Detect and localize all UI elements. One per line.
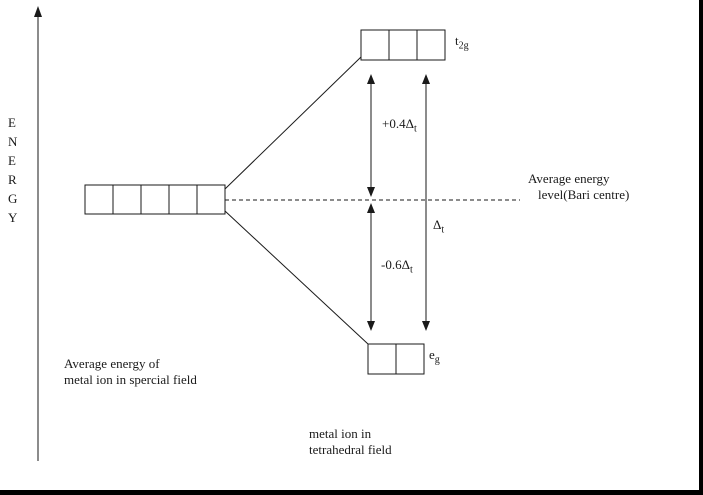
t2g-subscript: 2g xyxy=(458,40,469,52)
tetrahedral-field-caption: metal ion in tetrahedral field xyxy=(309,426,392,458)
eg-level-label: eg xyxy=(429,347,440,366)
diagonal-connector-lower xyxy=(224,210,369,345)
baricentre-caption-line2: level(Bari centre) xyxy=(538,187,630,202)
energy-axis-label: E N E R G Y xyxy=(8,115,18,225)
total-splitting-subscript: t xyxy=(441,224,445,236)
upper-split-subscript: t xyxy=(413,123,417,135)
eg-subscript: g xyxy=(434,354,440,366)
tetrahedral-field-caption-line2: tetrahedral field xyxy=(309,442,392,457)
eg-orbital-boxes xyxy=(367,343,425,375)
free-ion-caption: Average energy of metal ion in spercial … xyxy=(64,356,197,388)
lower-split-base: -0.6Δ xyxy=(381,257,410,272)
free-ion-caption-line2: metal ion in spercial field xyxy=(64,372,197,387)
t2g-level-label: t2g xyxy=(455,33,469,52)
total-splitting-label: Δt xyxy=(433,217,445,236)
free-ion-orbital-boxes xyxy=(84,184,226,215)
free-ion-caption-line1: Average energy of xyxy=(64,356,160,371)
total-splitting-base: Δ xyxy=(433,217,442,232)
baricentre-caption-line1: Average energy xyxy=(528,171,610,186)
lower-split-arrow xyxy=(367,203,375,331)
diagonal-connector-upper xyxy=(224,56,362,190)
total-splitting-arrow xyxy=(422,74,430,331)
t2g-orbital-boxes xyxy=(360,29,446,61)
baricentre-caption: Average energy level(Bari centre) xyxy=(528,171,629,203)
t2g-base: t xyxy=(455,33,459,48)
lower-split-subscript: t xyxy=(409,264,413,276)
tetrahedral-field-caption-line1: metal ion in xyxy=(309,426,372,441)
energy-axis-arrow xyxy=(34,6,42,461)
eg-base: e xyxy=(429,347,435,362)
upper-split-label: +0.4Δt xyxy=(382,116,417,135)
upper-split-arrow xyxy=(367,74,375,197)
lower-split-label: -0.6Δt xyxy=(381,257,413,276)
upper-split-base: +0.4Δ xyxy=(382,116,414,131)
